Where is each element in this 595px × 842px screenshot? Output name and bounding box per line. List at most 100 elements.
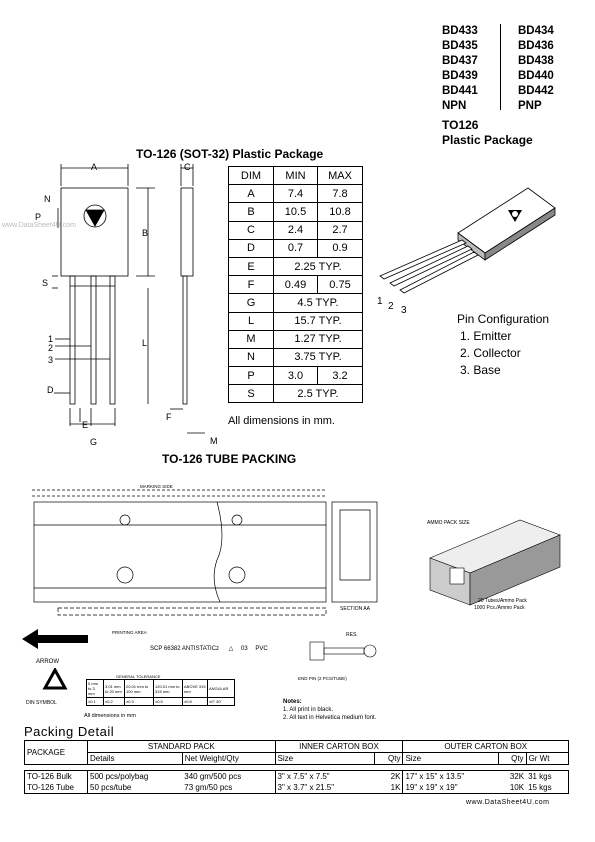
note-item: 2. All text in Helvetica medium font. [283,715,377,721]
table-row: TO-126 Bulk 500 pcs/polybag 340 gm/500 p… [24,770,570,782]
polarity-label: PNP [518,100,542,112]
part-number: BD435 [442,40,478,52]
part-number: BD440 [518,70,554,82]
table-header: MAX [317,165,363,186]
table-cell: 19" x 19" x 19" [402,782,499,794]
dim-label-p: P [35,212,41,222]
table-header: Details [87,752,183,765]
polarity-label: NPN [442,100,467,112]
table-row: TO-126 Tube 50 pcs/tube 73 gm/50 pcs 3" … [24,782,570,794]
table-header: ABOVE 315 mm [182,679,208,698]
table-cell: B [228,202,274,222]
table-cell: 32K [498,770,527,782]
table-cell: ±0° 30' [207,697,235,706]
table-header: INNER CARTON BOX [274,740,404,753]
table-cell: 2.7 [317,220,363,240]
table-cell: TO-126 Tube [24,782,88,794]
print-text: SCP 66382 ANTISTATICz △ 03 PVC [150,646,268,652]
pin-label-1: 1 [48,334,53,344]
part-number: BD441 [442,85,478,97]
table-header: OUTER CARTON BOX [402,740,569,753]
tolerance-table: 0 mm to 3 mm 3.01 mm to 20 mm 20.01 mm t… [86,679,235,706]
table-header: MIN [273,165,318,186]
part-number: BD436 [518,40,554,52]
tolerance-title: GENERAL TOLERANCE [116,674,161,679]
table-header: ANGULAR [207,679,235,698]
dim-label-n: N [44,194,51,204]
table-cell: 1K [374,782,403,794]
tube-drawing: MARKING SIDE SECTION AA [32,484,378,616]
table-header: Qty [374,752,404,765]
pin-config-title: Pin Configuration [457,312,550,326]
table-cell: 1.27 TYP. [273,329,363,349]
table-cell: ±0.3 [124,697,154,706]
pin-label: 1 [377,296,383,307]
table-header-row: DIM MIN MAX [228,165,363,186]
table-cell: ±0.2 [103,697,125,706]
arrow-symbol: ARROW [22,629,88,665]
part-number: BD437 [442,55,478,67]
table-cell: 3.75 TYP. [273,347,363,368]
part-divider [500,24,501,110]
dim-label-s: S [42,278,48,288]
table-cell: 340 gm/500 pcs [182,770,276,782]
table-header: STANDARD PACK [87,740,276,753]
table-cell: A [228,184,274,204]
section-label: SECTION AA [340,606,371,612]
tolerance-block: GENERAL TOLERANCE 0 mm to 3 mm 3.01 mm t… [86,674,235,706]
table-cell: 3.0 [273,366,318,386]
table-cell: S [228,384,274,404]
table-cell: 15.7 TYP. [273,311,363,331]
part-list-left: BD433 BD435 BD437 BD439 BD441 NPN [442,24,478,114]
table-cell: 10.5 [273,202,318,222]
arrow-label: ARROW [36,659,59,665]
transistor-3d-image: 1 2 3 [377,187,556,313]
tube-packing-title: TO-126 TUBE PACKING [162,452,297,466]
table-header: Net Weight/Qty [181,752,276,765]
watermark: www.DataSheet4U.com [2,222,76,229]
table-cell: C [228,220,274,240]
tube-dims-note: All dimensions in mm [84,713,136,719]
dim-label-a: A [91,162,97,172]
table-cell: 3" x 7.5" x 7.5" [274,770,375,782]
table-header: 120.01 mm to 315 mm [153,679,183,698]
marking-side-label: MARKING SIDE [140,484,173,489]
package-name: TO126 [442,118,479,132]
table-cell: 7.4 [273,184,318,204]
package-outline-drawing: A C N P B S L 1 2 3 D E G F M [35,162,218,447]
table-header: PACKAGE [24,740,88,765]
ammo-note: 20 Tubes/Ammo Pack [478,598,527,604]
table-cell: 17" x 15" x 13.5" [402,770,499,782]
table-cell: 7.8 [317,184,363,204]
table-header: DIM [228,165,274,186]
res-label: RES. [346,632,358,638]
table-cell: E [228,256,274,277]
table-cell: L [228,311,274,331]
table-cell: 50 pcs/tube [87,782,183,794]
table-cell: 3.2 [317,366,363,386]
dim-label-b: B [142,228,148,238]
dim-label-d: D [47,385,54,395]
end-pin-drawing: RES. [309,632,377,661]
table-cell: ±0.1 [86,697,104,706]
table-header: 20.01 mm to 100 mm [124,679,154,698]
dim-label-f: F [166,412,172,422]
part-number: BD442 [518,85,554,97]
footer-url: www.DataSheet4U.com [466,799,550,806]
note-item: 1. All print in black. [283,707,334,713]
dim-label-m: M [210,436,218,446]
table-cell: ±0.5 [153,697,183,706]
dimensions-note: All dimensions in mm. [228,415,335,427]
pin-item: 1. Emitter [460,329,512,343]
table-cell: TO-126 Bulk [24,770,88,782]
table-cell: ±0.8 [182,697,208,706]
